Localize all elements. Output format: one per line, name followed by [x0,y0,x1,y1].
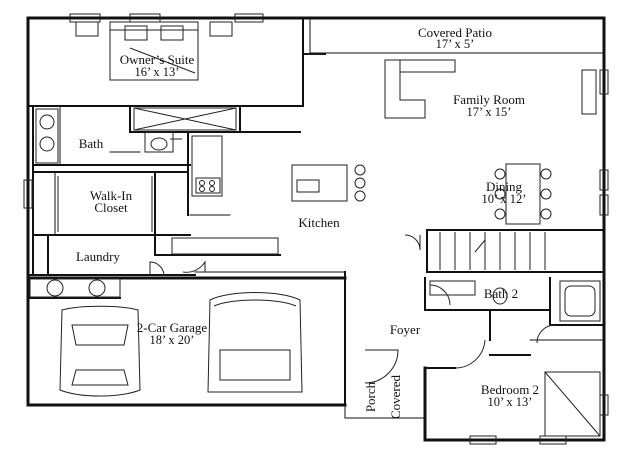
walk-in-closet-shelves [57,176,153,232]
owners-suite-dims: 16’ x 13’ [135,65,180,79]
bath-2-fixtures [429,280,601,322]
kitchen-fixtures [171,135,366,255]
covered-patio-dims: 17’ x 5’ [436,37,475,51]
family-room-dims: 17’ x 15’ [467,105,512,119]
bath-label: Bath [79,136,104,151]
family-room-label: Family Room [453,92,525,107]
kitchen-label: Kitchen [298,215,340,230]
covered-porch-label-2: Covered [388,374,403,419]
garage-dims: 18’ x 20’ [150,333,195,347]
bath-fixtures [35,107,237,164]
walk-in-closet-label: Walk-In [90,188,133,203]
dining-dims: 10’ x 12’ [482,192,527,206]
laundry-machines [29,278,121,298]
exterior-walls [26,16,606,442]
dining-label: Dining [486,179,523,194]
owners-suite-furniture [75,21,233,81]
covered-patio-label: Covered Patio [418,25,492,40]
windows [23,13,609,445]
garage-cars [59,292,303,397]
bedroom-2-dims: 10’ x 13’ [488,395,533,409]
bedroom-2-bed [544,371,601,437]
room-labels: Owner’s Suite 16’ x 13’ Covered Patio 17… [76,25,539,419]
laundry-label: Laundry [76,249,121,264]
garage-label: 2-Car Garage [137,320,208,335]
doors [149,53,556,384]
family-room-furniture [384,59,597,119]
covered-porch-label: Porch [363,381,378,412]
walk-in-closet-label-2: Closet [94,200,128,215]
owners-suite-label: Owner’s Suite [120,52,195,67]
foyer-label: Foyer [390,322,421,337]
bedroom-2-label: Bedroom 2 [481,382,539,397]
dining-table [494,163,552,225]
interior-walls [26,17,605,369]
stairs [439,232,546,270]
bath-2-label: Bath 2 [484,286,518,301]
